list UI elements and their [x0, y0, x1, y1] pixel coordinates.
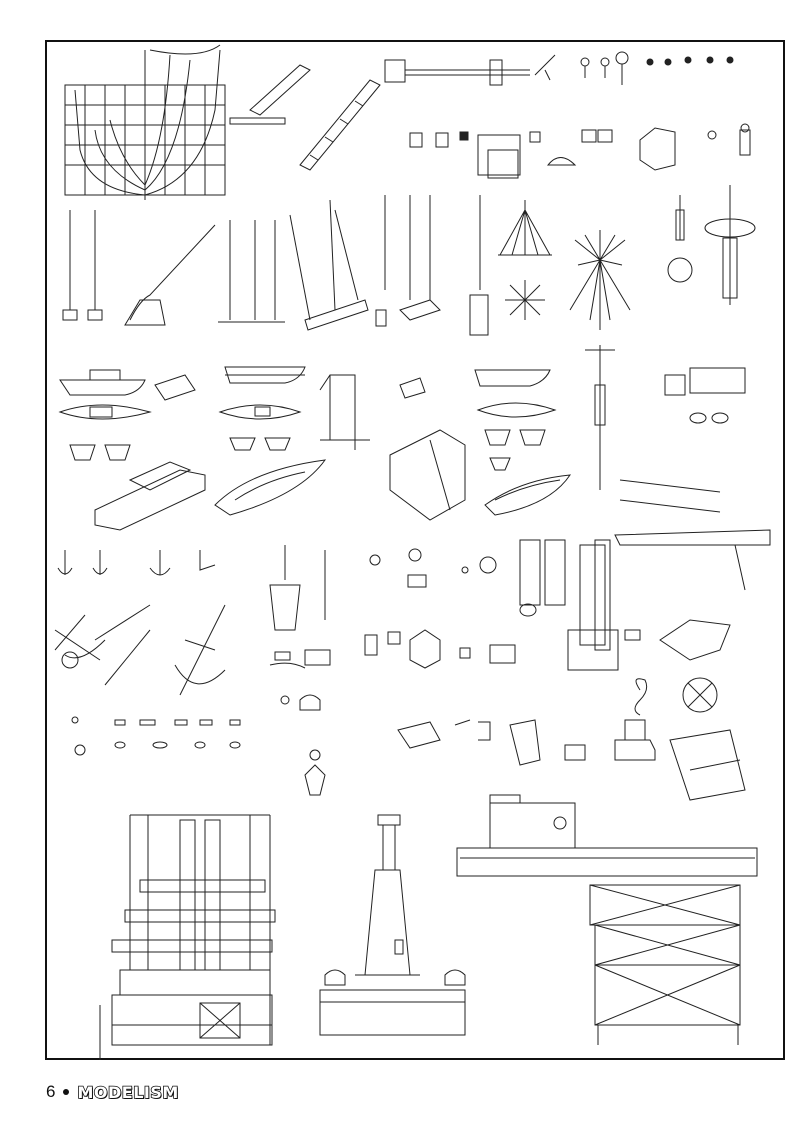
page-number: 6	[46, 1082, 56, 1101]
page-footer: 6 MODELISM	[46, 1082, 179, 1103]
ladders	[229, 64, 381, 171]
hull-body-plan	[64, 44, 226, 200]
propellers-and-small-parts	[71, 677, 746, 801]
deckhouse-elevation-right	[456, 794, 758, 1045]
masts-and-rigging	[62, 185, 756, 336]
boom-and-fittings	[384, 51, 734, 86]
magazine-logo: MODELISM	[77, 1082, 179, 1103]
windlass-tower	[519, 539, 641, 671]
funnel-elevation-center	[319, 814, 466, 1036]
superstructure-elevation-left	[99, 814, 276, 1060]
bullet-separator	[63, 1089, 70, 1095]
anchors-and-fittings	[54, 529, 771, 696]
drawing-frame	[45, 40, 785, 1060]
lifeboats	[58, 345, 746, 531]
starburst-antenna	[505, 230, 631, 330]
deck-fittings-top	[409, 123, 751, 179]
